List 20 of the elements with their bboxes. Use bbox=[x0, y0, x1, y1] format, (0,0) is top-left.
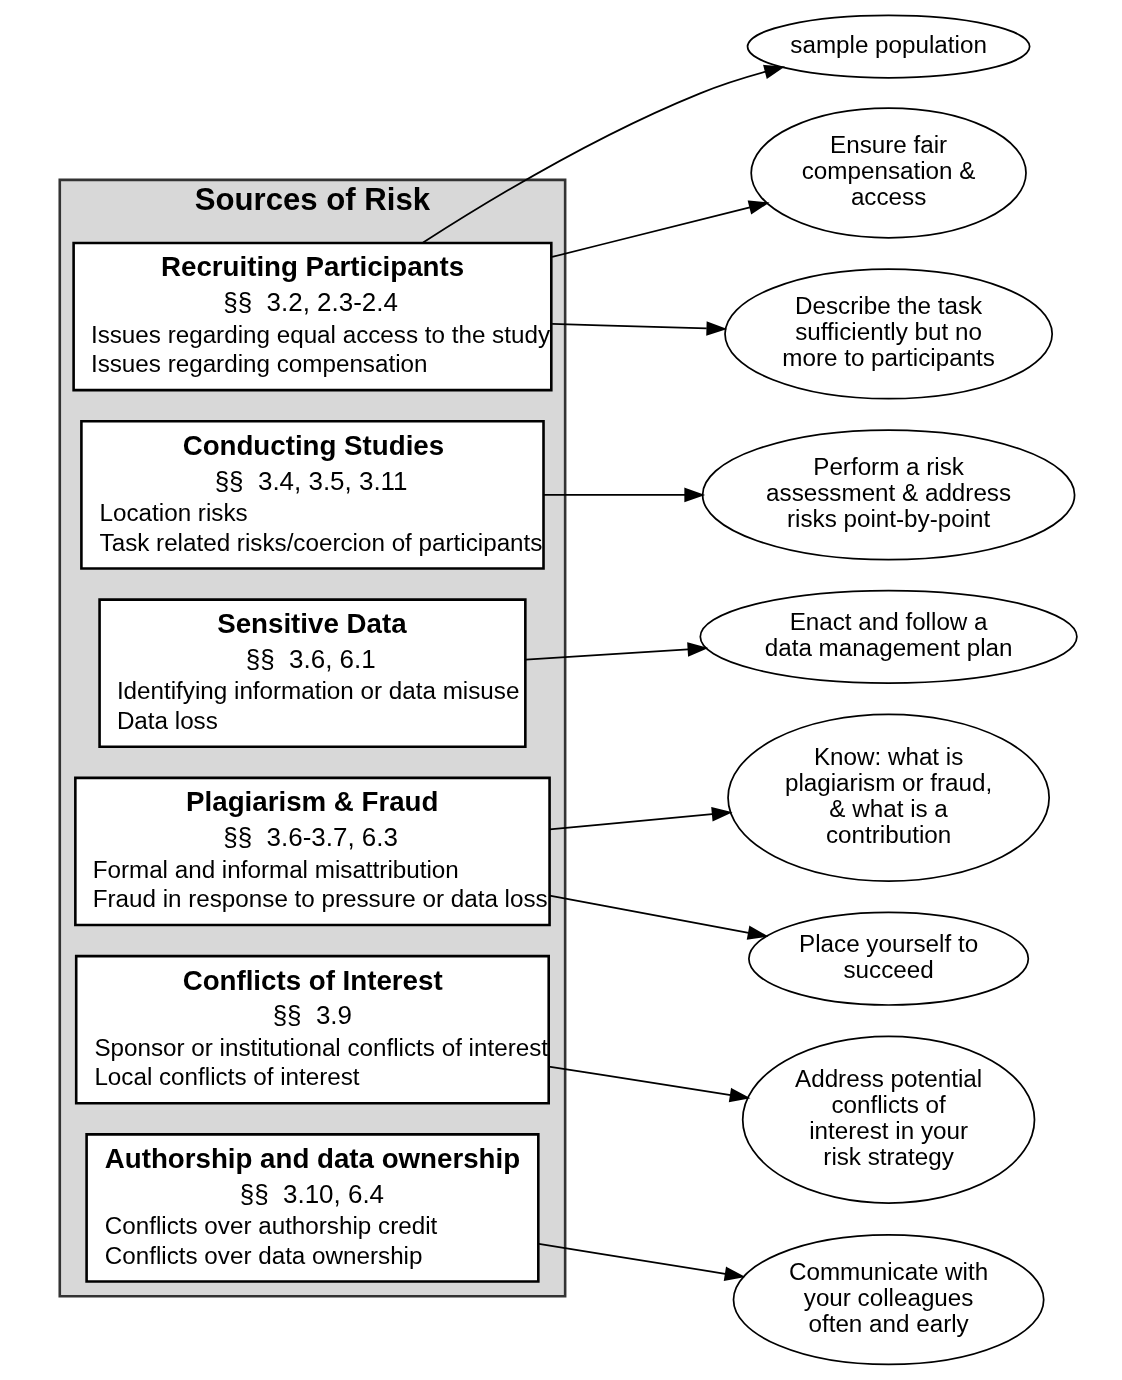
node-ellipse: Describe the task sufficiently but no more to participants bbox=[723, 268, 1053, 400]
arrow bbox=[542, 487, 705, 503]
arrow bbox=[548, 894, 768, 940]
node-ellipse: Enact and follow a data management plan bbox=[698, 589, 1078, 684]
node-ellipse: Know: what is plagiarism or fraud, & what is a contribution bbox=[726, 713, 1050, 882]
node-box: Authorship and data ownership §§ 3.10, 6.4 Conflicts over authorship credit Conflicts over data ownership bbox=[84, 1133, 540, 1283]
arrow bbox=[550, 321, 727, 336]
node-ellipse: Perform a risk assessment & address risks point-by-point bbox=[701, 429, 1075, 561]
node-ellipse: Address potential conflicts of interest in your risk strategy bbox=[741, 1035, 1035, 1204]
node-box: Conducting Studies §§ 3.4, 3.5, 3.11 Location risks Task related risks/coercion of participants bbox=[79, 420, 545, 570]
arrow bbox=[548, 806, 733, 831]
node-box: Sensitive Data §§ 3.6, 6.1 Identifying information or data misuse Data loss bbox=[97, 598, 527, 748]
node-box: Recruiting Participants §§ 3.2, 2.3-2.4 Issues regarding equal access to the study Issues regarding compensation bbox=[71, 241, 553, 392]
arrow bbox=[537, 1243, 745, 1281]
arrow bbox=[524, 642, 708, 661]
arrow bbox=[421, 64, 785, 244]
arrow bbox=[547, 1065, 750, 1103]
arrow bbox=[550, 200, 770, 258]
node-ellipse: Communicate with your colleagues often and early bbox=[732, 1234, 1045, 1366]
node-box: Plagiarism & Fraud §§ 3.6-3.7, 6.3 Formal and informal misattribution Fraud in response to pressure or data loss bbox=[73, 776, 551, 927]
